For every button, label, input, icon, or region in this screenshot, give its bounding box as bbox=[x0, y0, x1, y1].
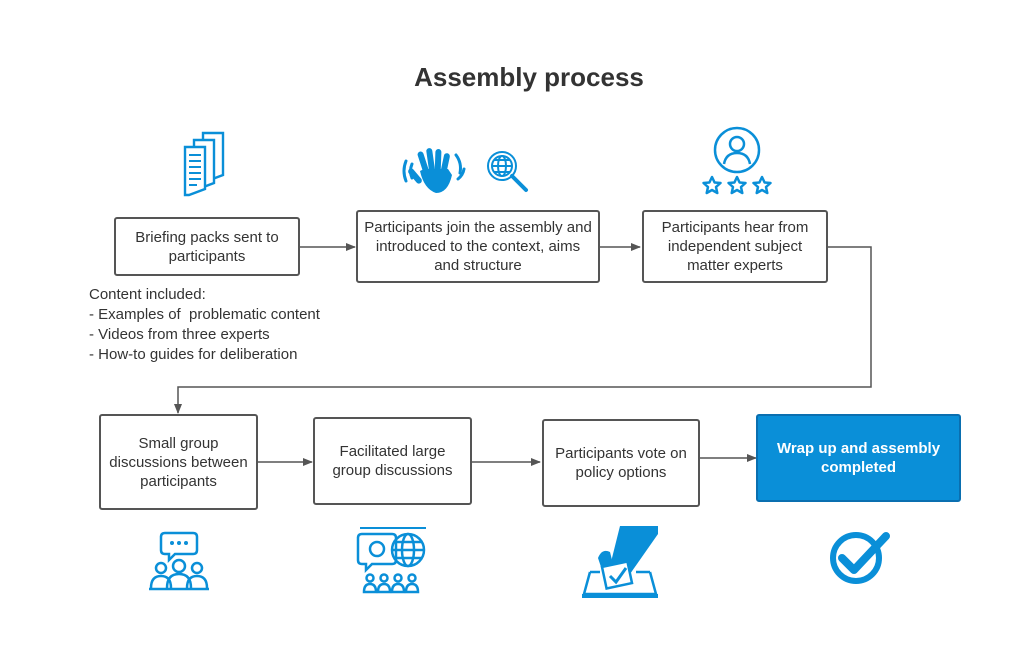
expert-rating-icon bbox=[702, 126, 772, 195]
step-label: Briefing packs sent to participants bbox=[135, 228, 279, 265]
step-label: Participants vote on policy options bbox=[555, 445, 687, 481]
ballot-vote-icon bbox=[582, 526, 658, 598]
content-note-item: - How-to guides for deliberation bbox=[89, 346, 298, 363]
waving-hand-icon bbox=[402, 148, 466, 193]
content-included-note: Content included: - Examples of problema… bbox=[89, 285, 320, 365]
step-label: Small group discussions between particip… bbox=[109, 434, 248, 490]
step-wrap-up: Wrap up and assembly completed bbox=[756, 414, 961, 502]
step-label: Facilitated large group discussions bbox=[332, 443, 453, 479]
step-hear-experts: Participants hear from independent subje… bbox=[642, 210, 828, 283]
global-search-icon bbox=[487, 151, 528, 192]
check-circle-icon bbox=[830, 532, 890, 584]
step-briefing-packs: Briefing packs sent to participants bbox=[114, 217, 300, 276]
step-small-group: Small group discussions between particip… bbox=[99, 414, 258, 510]
step-label: Wrap up and assembly completed bbox=[776, 440, 941, 476]
documents-icon bbox=[183, 131, 225, 197]
step-vote: Participants vote on policy options bbox=[542, 419, 700, 507]
step-large-group: Facilitated large group discussions bbox=[313, 417, 472, 505]
step-join-assembly: Participants join the assembly and intro… bbox=[356, 210, 600, 283]
step-label: Participants hear from independent subje… bbox=[661, 219, 809, 274]
content-note-item: - Videos from three experts bbox=[89, 326, 270, 343]
content-note-item: - Examples of problematic content bbox=[89, 306, 320, 323]
arrow-3-4 bbox=[174, 246, 872, 414]
step-label: Participants join the assembly and intro… bbox=[364, 219, 592, 274]
content-note-heading: Content included: bbox=[89, 286, 206, 303]
diagram-title: Assembly process bbox=[414, 62, 644, 92]
global-discussion-icon bbox=[356, 527, 426, 594]
group-chat-icon bbox=[149, 531, 209, 591]
